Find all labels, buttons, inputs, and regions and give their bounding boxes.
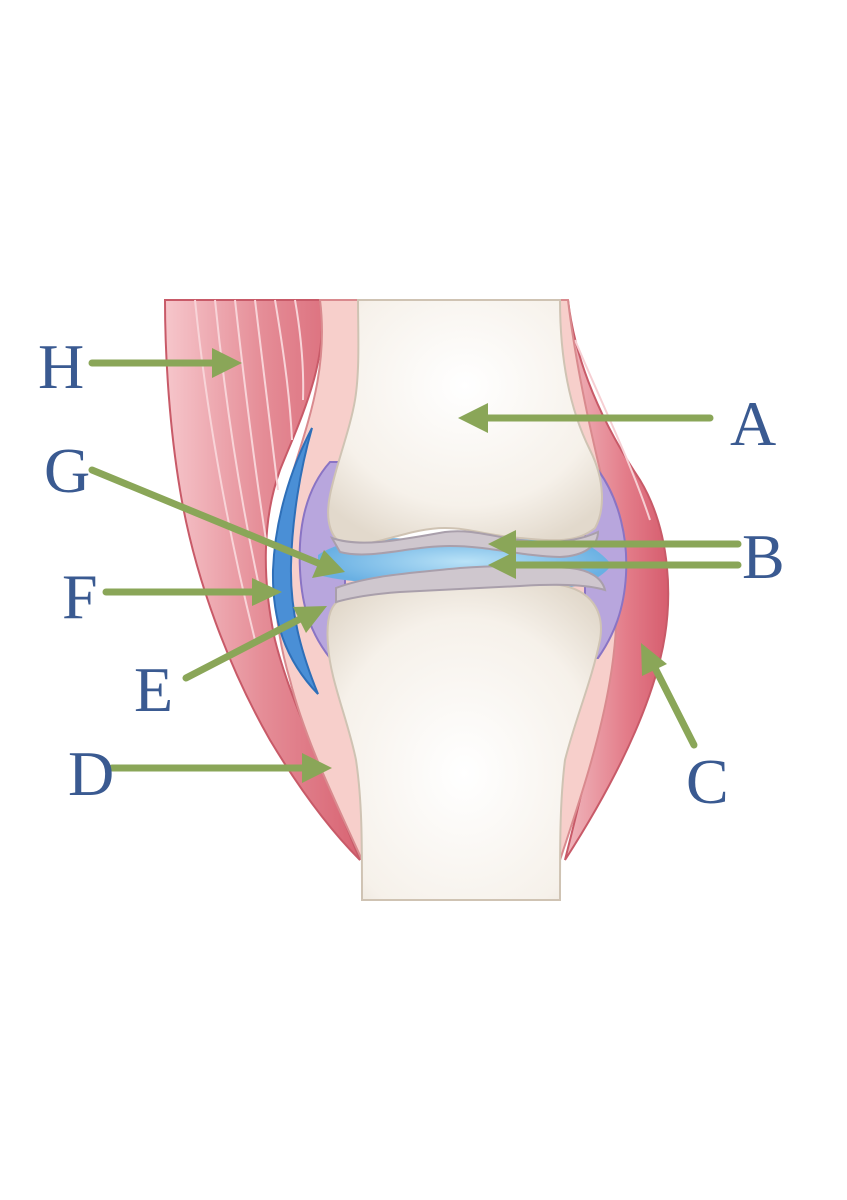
arrow-g — [88, 466, 345, 578]
label-a: A — [730, 388, 776, 459]
label-g: G — [44, 435, 90, 506]
lower-bone — [326, 565, 607, 901]
label-b: B — [742, 521, 785, 592]
left-muscle — [163, 299, 361, 861]
arrow-f — [102, 578, 282, 606]
label-c: C — [686, 746, 729, 817]
label-d: D — [68, 738, 114, 809]
label-f: F — [62, 561, 98, 632]
arrow-c — [641, 643, 698, 749]
label-e: E — [134, 654, 173, 725]
label-h: H — [38, 331, 84, 402]
arrow-b-upper — [488, 530, 742, 558]
arrow-e — [182, 606, 327, 682]
arrow-b-lower — [488, 551, 742, 579]
upper-bone — [327, 299, 603, 559]
arrow-a — [458, 403, 714, 433]
arrow-h — [88, 348, 242, 378]
arrow-d — [108, 753, 332, 783]
